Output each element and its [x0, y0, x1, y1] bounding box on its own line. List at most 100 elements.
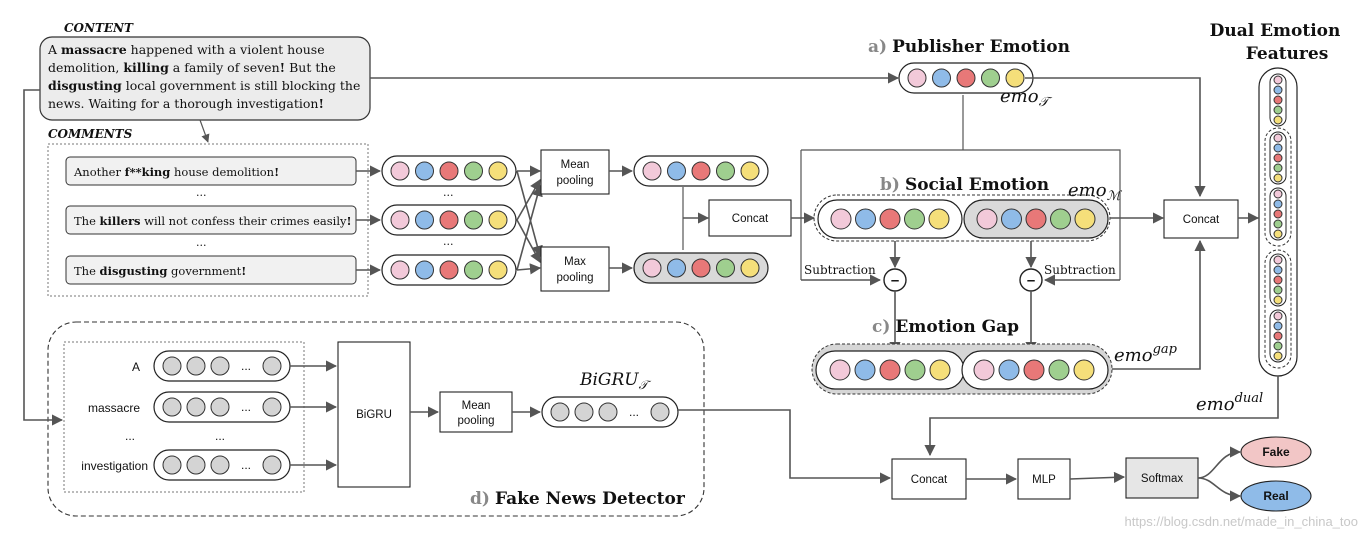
- arrow-content-to-detector: [23, 89, 64, 426]
- emo-T-label: emo𝒯: [1000, 86, 1053, 110]
- mean-vector-dot: [716, 161, 735, 181]
- minus-operator-left: –: [883, 268, 907, 292]
- word-embedding-1-dot: [210, 356, 230, 376]
- comment-1: Another f**king house demolition!: [65, 156, 357, 186]
- word-embedding-2: ...: [153, 391, 291, 423]
- detector-frame: [47, 321, 705, 517]
- real-label: Real: [1263, 489, 1288, 503]
- dual-vector-dot: [1273, 105, 1283, 115]
- comment-vector-2-dot: [488, 210, 508, 230]
- dual-vector-dot: [1273, 173, 1283, 183]
- comment-text-1: Another f**king house demolition!: [73, 165, 279, 179]
- dual-title-1: Dual Emotion: [1210, 21, 1341, 41]
- comment-vector-3-dot: [415, 260, 434, 280]
- svg-text:–: –: [891, 272, 899, 289]
- arrow-publisher-to-concat: [1025, 77, 1206, 198]
- max-pooling-label-2: pooling: [556, 272, 593, 284]
- word-embedding-1-dot: [162, 356, 182, 376]
- dual-vector-dot: [1273, 75, 1283, 85]
- comment-vector-3-dot: [488, 260, 508, 280]
- detector-mean-pooling-label-1: Mean: [462, 400, 491, 412]
- publisher-vector-dot: [907, 68, 927, 88]
- social-emotion-mean-vector: [817, 199, 963, 239]
- dual-vector-dot: [1273, 321, 1283, 331]
- gap-vector-2-dot: [1048, 359, 1070, 381]
- dual-vector-dot: [1273, 265, 1283, 275]
- comment-vector-1-dot: [488, 161, 508, 181]
- max-pooling-box: [540, 246, 610, 292]
- gap-vector-1-dot: [929, 359, 951, 381]
- arrow-dual-to-final-concat: [924, 376, 1279, 457]
- word-embedding-2-dot: [162, 397, 182, 417]
- gap-vector-1-dot: [829, 359, 851, 381]
- arrow-gap-to-concat: [1112, 239, 1206, 370]
- word-embedding-2-dot: [262, 397, 282, 417]
- word-embedding-2-ellipsis: ...: [241, 400, 251, 414]
- mean-vector-dot: [642, 161, 662, 181]
- max-pooled-vector: [633, 252, 769, 284]
- social-vector-2-dot: [1050, 208, 1071, 230]
- bigru-vector-ellipsis: ...: [629, 405, 639, 419]
- mean-pooling-label-2: pooling: [556, 175, 593, 187]
- mean-vector-dot: [667, 161, 686, 181]
- word-investigation: investigation: [81, 459, 148, 473]
- social-vector-1-dot: [879, 208, 901, 230]
- mean-vector-dot: [740, 161, 760, 181]
- content-line: news. Waiting for a thorough investigati…: [48, 96, 324, 111]
- section-a-title: a)Publisher Emotion: [868, 37, 1070, 57]
- social-vector-2-dot: [1025, 208, 1047, 230]
- social-vector-2-dot: [1001, 208, 1022, 230]
- detector-mean-pooling-box: [439, 391, 513, 433]
- final-concat-label: Concat: [911, 474, 948, 486]
- gap-vector-2-dot: [973, 359, 995, 381]
- emotion-gap-vector-1: [815, 350, 965, 390]
- bigru-vector-dot: [598, 402, 618, 422]
- comment-vector-2-dot: [439, 210, 459, 230]
- content-label: CONTENT: [64, 21, 134, 35]
- arrow-softmax-to-fake: [1197, 446, 1242, 479]
- dual-emotion-vectors: [1264, 73, 1292, 369]
- subtraction-label-left: Subtraction: [804, 263, 876, 277]
- social-concat-label: Concat: [732, 213, 769, 225]
- bigru-vector-dot: [650, 402, 670, 422]
- content-line: A massacre happened with a violent house: [47, 42, 325, 57]
- detector-mean-pooling-label-2: pooling: [457, 415, 494, 427]
- publisher-vector-dot: [932, 68, 951, 88]
- comment-vector-3-dot: [464, 260, 483, 280]
- word-embedding-3-dot: [162, 455, 182, 475]
- gap-vector-1-dot: [879, 359, 901, 381]
- social-vector-1-dot: [904, 208, 925, 230]
- softmax-label: Softmax: [1141, 473, 1183, 485]
- subtraction-label-right: Subtraction: [1044, 263, 1116, 277]
- pooling-arrows: [516, 165, 543, 275]
- comment-3: The disgusting government!: [65, 255, 357, 285]
- word-embedding-2-dot: [210, 397, 230, 417]
- comment-ellipsis-2: ...: [196, 236, 207, 249]
- section-c-title: c)Emotion Gap: [872, 317, 1019, 337]
- word-embedding-3-dot: [186, 455, 206, 475]
- max-pooling-label-1: Max: [564, 256, 586, 268]
- mean-vector-dot: [691, 161, 711, 181]
- mean-pooled-vector: [633, 155, 769, 187]
- comment-vector-1-dot: [464, 161, 483, 181]
- emotion-gap-vector-2: [961, 350, 1109, 390]
- mean-pooling-box: [540, 149, 610, 195]
- word-embedding-1-dot: [262, 356, 282, 376]
- max-vector-dot: [667, 258, 686, 278]
- comments-label: COMMENTS: [48, 127, 133, 141]
- bigru-box: [337, 341, 411, 488]
- softmax-box: [1125, 457, 1199, 499]
- dual-vector-dot: [1273, 341, 1283, 351]
- word-embedding-3-dot: [262, 455, 282, 475]
- max-vector-dot: [740, 258, 760, 278]
- comment-2: The killers will not confess their crime…: [65, 205, 357, 235]
- dual-vector-dot: [1273, 115, 1283, 125]
- arrow-softmax-to-real: [1197, 477, 1242, 502]
- fake-label: Fake: [1262, 445, 1290, 459]
- comment-vector-2-dot: [415, 210, 434, 230]
- bigru-vector-dot: [574, 402, 594, 422]
- bigru-vector-dot: [550, 402, 570, 422]
- mlp-box: [1017, 458, 1071, 500]
- max-vector-dot: [716, 258, 735, 278]
